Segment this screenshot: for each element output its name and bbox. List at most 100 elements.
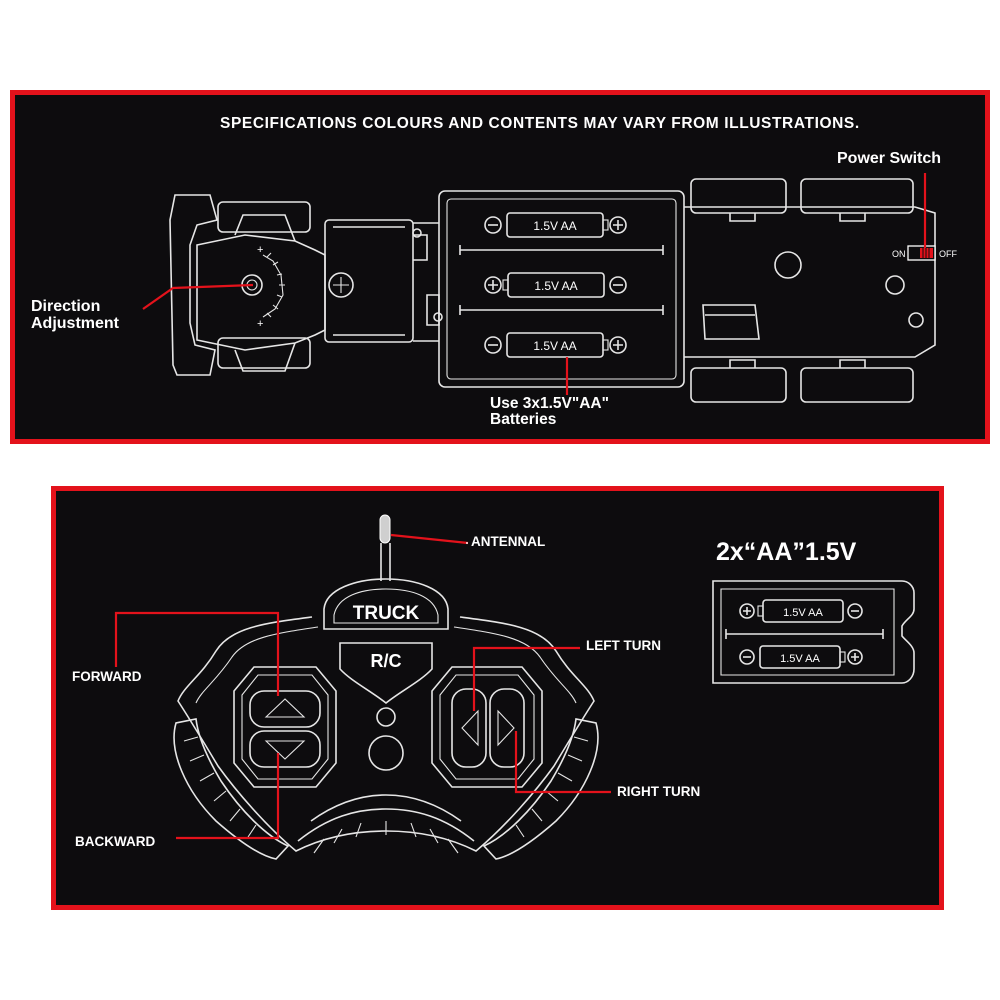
cell1-plus-mark [613,220,623,230]
direction-adjustment-label: Direction Adjustment [31,298,119,333]
gearbox-rails [333,226,405,336]
forward-label: FORWARD [72,669,142,684]
truck-badge [323,578,449,630]
remote-battery-case [712,580,915,684]
right-grip [482,718,599,860]
switch-off-text: OFF [939,249,957,259]
bottom-arc-2 [297,808,475,842]
remote-diagram-panel: ANTENNAL FORWARD BACKWARD LEFT TURN RIGH… [51,486,944,910]
vehicle-battery-cell-2: 1.5V AA [484,272,627,298]
cell3-plus-mark [613,340,623,350]
left-grip [173,718,290,860]
forward-button[interactable] [249,690,321,728]
rear-left-wheel-2 [800,178,914,214]
right-turn-leader [514,731,611,794]
antenna [379,514,391,581]
cell3-plus-icon [609,336,627,354]
front-right-wheel [217,337,311,369]
battery-clip-hole-2 [433,312,443,322]
right-turn-button[interactable] [489,688,525,768]
power-switch[interactable] [907,245,936,261]
left-grip-ridges [183,736,257,838]
antenna-tip [379,514,391,544]
disclaimer-text: SPECIFICATIONS COLOURS AND CONTENTS MAY … [220,115,860,132]
rc-badge [339,642,433,705]
steering-bottom-plate [234,342,296,372]
remote-cell1-plus-icon [739,603,755,619]
bottom-arc-1 [310,794,462,822]
switch-on-text: ON [892,249,906,259]
left-turn-leader [472,646,580,711]
remote-cell1-label: 1.5V AA [783,607,823,619]
rear-right-wheel-2 [800,367,914,403]
remote-body-inner [195,626,577,704]
direction-plus-bottom: + [257,318,263,330]
remote-cell2-label: 1.5V AA [780,653,820,665]
cell2-body [507,272,605,298]
remote-battery-title: 2x“AA”1.5V [716,538,857,566]
steering-pad[interactable] [431,666,543,788]
steering-top-plate [234,214,296,242]
rear-left-wheel-1 [690,178,787,214]
battery-clips [413,222,440,342]
remote-cell2-tip [839,651,846,663]
battery-label-line2: Batteries [490,411,557,429]
left-pad-housing [233,666,337,788]
front-bumper [169,194,218,376]
backward-button[interactable] [249,730,321,768]
cell2-minus-icon [609,276,627,294]
gearbox-screw-slot [333,277,349,293]
gearbox-housing [324,219,414,343]
remote-battery-holder: 1.5V AA 1.5V AA [712,580,915,684]
remote-cell2-plus-icon [847,649,863,665]
rear-right-wheel-1 [690,367,787,403]
left-pad-housing-inner [241,674,329,780]
direction-label-line1: Direction [31,298,101,315]
cell-divider-1 [459,245,664,255]
battery-requirement-label: Use 3x1.5V"AA" Batteries [490,395,609,429]
rear-motor-box [702,304,760,340]
rear-axle-mounts [729,213,866,368]
remote-cell2-plus-mark [851,653,859,661]
direction-dial: + + [241,244,285,330]
rear-screw-2 [908,312,924,328]
remote-drawing: TRUCK R/C [114,514,915,860]
cell2-label: 1.5V AA [534,279,577,293]
antenna-label: ANTENNAL [471,534,546,549]
cell3-minus-icon [484,336,502,354]
backward-arrow-icon [264,740,306,760]
direction-dial-arc [262,254,284,318]
cell1-tip [602,219,609,231]
truck-brand-text: TRUCK [353,603,420,624]
right-pad-housing-inner [439,674,535,780]
power-switch-grip [922,248,930,258]
cell2-plus-mark [488,280,498,290]
cell1-minus-icon [484,216,502,234]
rear-screw-1 [885,275,905,295]
vehicle-diagram-panel: SPECIFICATIONS COLOURS AND CONTENTS MAY … [10,90,990,444]
rear-motor-round [774,251,802,279]
left-turn-label: LEFT TURN [586,638,661,653]
antenna-leader [390,533,469,545]
remote-cell1-body [762,599,844,623]
forward-backward-pad[interactable] [233,666,337,788]
rc-model-text: R/C [371,651,402,671]
right-grip-ridges [515,736,589,838]
left-turn-button[interactable] [451,688,487,768]
right-pad-housing [431,666,543,788]
cell-divider-2 [459,305,664,315]
gearbox-screw [328,272,354,298]
vehicle-battery-cell-1: 1.5V AA [484,212,627,238]
battery-compartment-inner [446,198,677,380]
bottom-arc-ridges [313,821,459,854]
remote-cell2-minus-icon [739,649,755,665]
direction-plus-top: + [257,244,263,256]
battery-clip-hole-1 [412,228,422,238]
cell3-label: 1.5V AA [533,339,576,353]
antenna-shaft [380,543,391,581]
direction-dial-ticks [266,252,285,318]
cell3-tip [602,339,609,351]
remote-battery-case-inner [720,588,895,676]
rear-chassis [684,206,936,358]
vehicle-battery-cell-3: 1.5V AA [484,332,627,358]
